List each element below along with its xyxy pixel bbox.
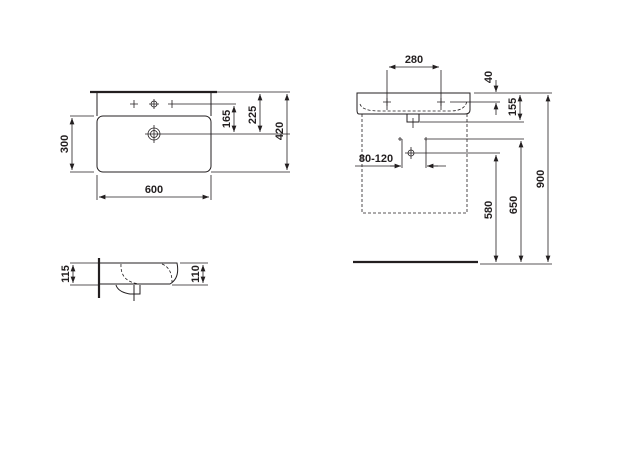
dim-basin-depth: 300	[59, 135, 71, 153]
cabinet-outline	[361, 113, 468, 214]
side-view: 115 110	[60, 258, 208, 301]
dim-total-depth: 420	[274, 122, 286, 140]
dim-supply-spacing: 80-120	[359, 153, 393, 165]
top-view: 600 300 165 225 420	[59, 90, 290, 200]
dim-drain-offset: 165	[221, 110, 233, 128]
basin-outline	[96, 115, 212, 173]
dim-tap-to-drain: 225	[247, 106, 259, 124]
dim-rim-height: 900	[535, 170, 547, 188]
drain-icon	[145, 125, 163, 143]
tap-hole-icons	[130, 99, 176, 109]
front-view: 280 80-120 40 155 900 650 580	[353, 54, 552, 265]
dim-tap-spacing: 280	[405, 54, 423, 66]
dim-width: 600	[145, 184, 163, 196]
dim-tap-offset: 40	[483, 71, 495, 83]
dim-height-inner: 110	[190, 265, 202, 283]
dim-height-outer: 115	[60, 265, 72, 283]
dim-supply-height: 650	[508, 196, 520, 214]
tap-hole-icons	[383, 98, 445, 159]
dim-drain-height: 580	[483, 201, 495, 219]
dim-basin-height: 155	[507, 98, 519, 116]
